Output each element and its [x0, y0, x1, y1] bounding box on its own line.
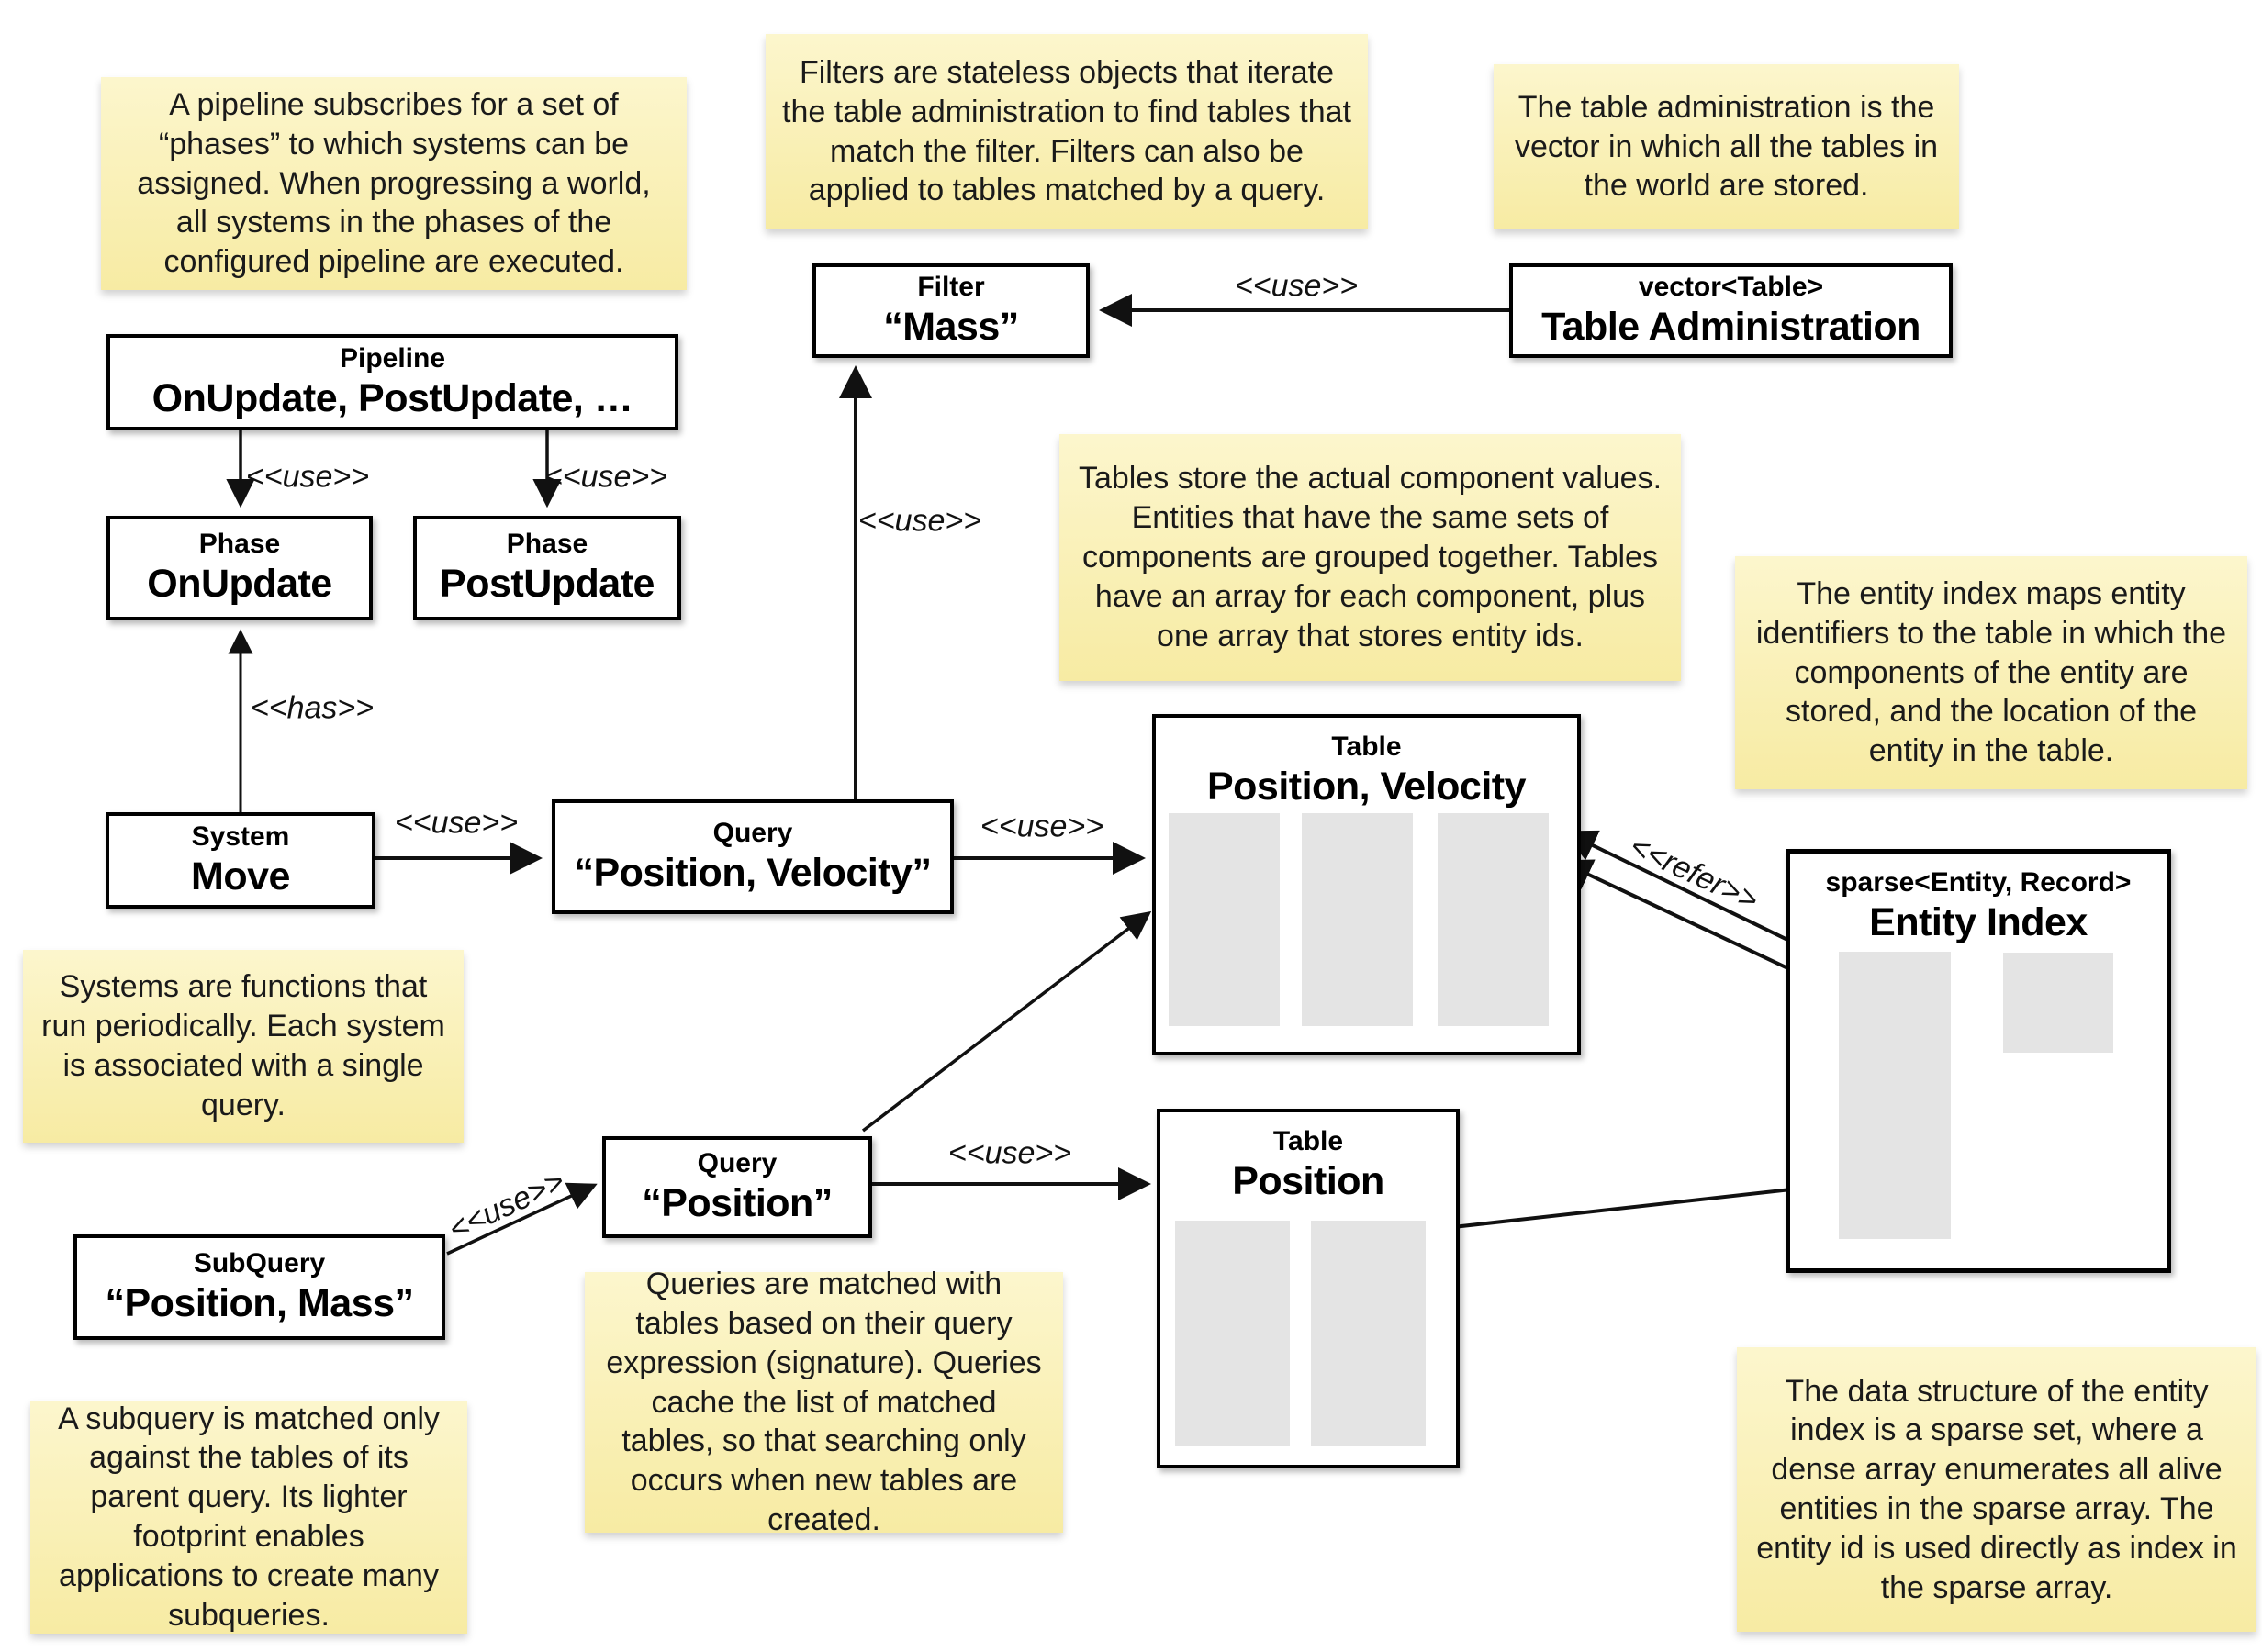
box-table-position-stereotype: Table: [1272, 1126, 1344, 1156]
box-entity-index-name: Entity Index: [1869, 900, 2088, 944]
edge-label-use-querypos-tablepos: <<use>>: [947, 1135, 1072, 1171]
box-filter-stereotype: Filter: [917, 271, 985, 302]
box-phase-onupdate-name: OnUpdate: [147, 562, 332, 607]
box-table-administration-name: Table Administration: [1541, 304, 1920, 349]
box-query-position-stereotype: Query: [697, 1147, 778, 1178]
box-table-administration: vector<Table> Table Administration: [1509, 263, 1953, 358]
box-filter-mass: Filter “Mass”: [812, 263, 1090, 358]
box-phase-postupdate: Phase PostUpdate: [413, 516, 681, 620]
component-array: [1438, 813, 1549, 1026]
box-subquery: SubQuery “Position, Mass”: [73, 1234, 445, 1340]
box-phase-postupdate-name: PostUpdate: [440, 562, 655, 607]
box-query-position-name: “Position”: [642, 1180, 833, 1225]
note-filters-text: Filters are stateless objects that itera…: [782, 54, 1351, 208]
edge-querypos-to-tablepv: [861, 910, 1152, 1133]
dense-array-block: [2003, 953, 2113, 1053]
box-entity-index: sparse<Entity, Record> Entity Index: [1786, 849, 2171, 1273]
box-query-position-velocity: Query “Position, Velocity”: [552, 799, 954, 914]
note-entity-index: The entity index maps entity identifiers…: [1735, 556, 2247, 789]
box-entity-index-stereotype: sparse<Entity, Record>: [1825, 867, 2132, 898]
edge-label-use-querypv-tablepv: <<use>>: [980, 809, 1104, 844]
box-system-move-stereotype: System: [191, 820, 290, 852]
note-tables: Tables store the actual component values…: [1059, 434, 1681, 681]
note-systems: Systems are functions that run periodica…: [23, 950, 464, 1143]
box-system-move-name: Move: [191, 854, 290, 899]
box-query-position: Query “Position”: [602, 1136, 872, 1238]
note-table-admin-text: The table administration is the vector i…: [1514, 89, 1939, 204]
box-table-position-velocity: Table Position, Velocity: [1152, 714, 1581, 1055]
note-table-admin: The table administration is the vector i…: [1494, 64, 1959, 229]
box-table-position-velocity-name: Position, Velocity: [1206, 765, 1527, 809]
note-entity-index-text: The entity index maps entity identifiers…: [1755, 575, 2227, 769]
box-phase-onupdate-stereotype: Phase: [198, 529, 281, 560]
edge-label-use-tableadmin-filter: <<use>>: [1234, 268, 1359, 304]
note-filters: Filters are stateless objects that itera…: [766, 34, 1368, 229]
box-phase-postupdate-stereotype: Phase: [506, 529, 588, 560]
edge-label-use-pipeline-onupdate: <<use>>: [245, 459, 370, 495]
component-array: [1311, 1221, 1426, 1446]
box-query-position-velocity-stereotype: Query: [712, 817, 793, 848]
box-phase-onupdate: Phase OnUpdate: [106, 516, 373, 620]
edge-label-has-system-phase: <<has>>: [250, 690, 375, 726]
edge-label-refer-entityindex-tables: <<refer>>: [1624, 828, 1764, 919]
note-sparse-set-text: The data structure of the entity index i…: [1756, 1373, 2237, 1605]
note-subquery-text: A subquery is matched only against the t…: [58, 1401, 440, 1633]
edge-label-use-query-filter: <<use>>: [857, 503, 982, 539]
box-subquery-name: “Position, Mass”: [105, 1280, 414, 1325]
note-systems-text: Systems are functions that run periodica…: [41, 969, 445, 1122]
edge-label-use-pipeline-postupdate: <<use>>: [543, 459, 668, 495]
box-system-move: System Move: [106, 812, 375, 909]
note-queries-text: Queries are matched with tables based on…: [606, 1267, 1042, 1538]
note-pipeline: A pipeline subscribes for a set of “phas…: [101, 77, 687, 290]
box-table-position-velocity-stereotype: Table: [1331, 731, 1402, 762]
edge-label-use-system-query: <<use>>: [394, 805, 519, 841]
note-sparse-set: The data structure of the entity index i…: [1737, 1347, 2256, 1632]
sparse-array-block: [1839, 952, 1951, 1239]
note-pipeline-text: A pipeline subscribes for a set of “phas…: [137, 86, 651, 280]
box-filter-name: “Mass”: [883, 304, 1019, 349]
component-array: [1169, 813, 1280, 1026]
edge-label-use-subquery-querypos: <<use>>: [442, 1163, 570, 1248]
component-array: [1302, 813, 1413, 1026]
box-table-position: Table Position: [1157, 1109, 1460, 1468]
box-subquery-stereotype: SubQuery: [193, 1247, 326, 1278]
note-subquery: A subquery is matched only against the t…: [30, 1401, 467, 1634]
box-pipeline-name: OnUpdate, PostUpdate, …: [151, 375, 633, 420]
box-query-position-velocity-name: “Position, Velocity”: [574, 850, 932, 895]
note-tables-text: Tables store the actual component values…: [1078, 461, 1663, 653]
box-table-position-name: Position: [1232, 1159, 1384, 1203]
box-pipeline-stereotype: Pipeline: [339, 342, 446, 374]
component-array: [1175, 1221, 1290, 1446]
box-pipeline: Pipeline OnUpdate, PostUpdate, …: [106, 334, 678, 430]
note-queries: Queries are matched with tables based on…: [585, 1267, 1063, 1537]
box-table-administration-stereotype: vector<Table>: [1638, 271, 1824, 302]
edge-entityindex-to-tablepos: [1423, 1182, 1842, 1244]
